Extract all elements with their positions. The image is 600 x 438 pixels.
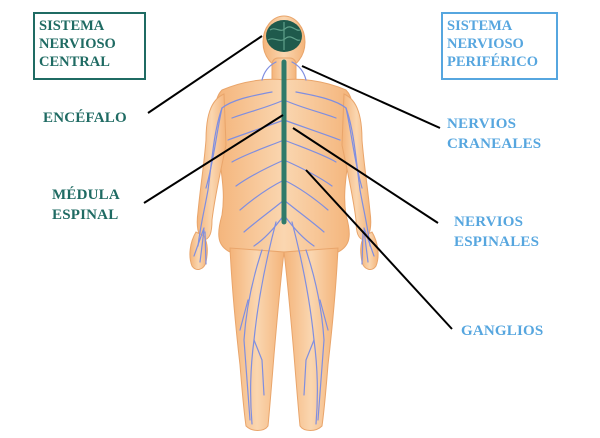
central-box-line-3: CENTRAL (39, 53, 140, 71)
label-medula-espinal: MÉDULA ESPINAL (52, 185, 120, 225)
label-nervios-espinales-line-2: ESPINALES (454, 232, 539, 252)
central-nervous-system-box: SISTEMA NERVIOSO CENTRAL (33, 12, 146, 80)
label-nervios-espinales: NERVIOS ESPINALES (454, 212, 539, 252)
peripheral-nervous-system-box: SISTEMA NERVIOSO PERIFÉRICO (441, 12, 558, 80)
label-encefalo: ENCÉFALO (43, 108, 127, 128)
central-box-line-2: NERVIOSO (39, 35, 140, 53)
label-encefalo-text: ENCÉFALO (43, 108, 127, 128)
peripheral-box-line-2: NERVIOSO (447, 35, 552, 53)
label-ganglios: GANGLIOS (461, 321, 543, 341)
label-medula-line-1: MÉDULA (52, 185, 120, 205)
label-nervios-espinales-line-1: NERVIOS (454, 212, 539, 232)
brain (266, 20, 302, 52)
central-box-line-1: SISTEMA (39, 17, 140, 35)
label-nervios-craneales-line-1: NERVIOS (447, 114, 541, 134)
label-ganglios-text: GANGLIOS (461, 321, 543, 341)
peripheral-box-line-1: SISTEMA (447, 17, 552, 35)
label-nervios-craneales-line-2: CRANEALES (447, 134, 541, 154)
label-medula-line-2: ESPINAL (52, 205, 120, 225)
label-nervios-craneales: NERVIOS CRANEALES (447, 114, 541, 154)
peripheral-box-line-3: PERIFÉRICO (447, 53, 552, 71)
